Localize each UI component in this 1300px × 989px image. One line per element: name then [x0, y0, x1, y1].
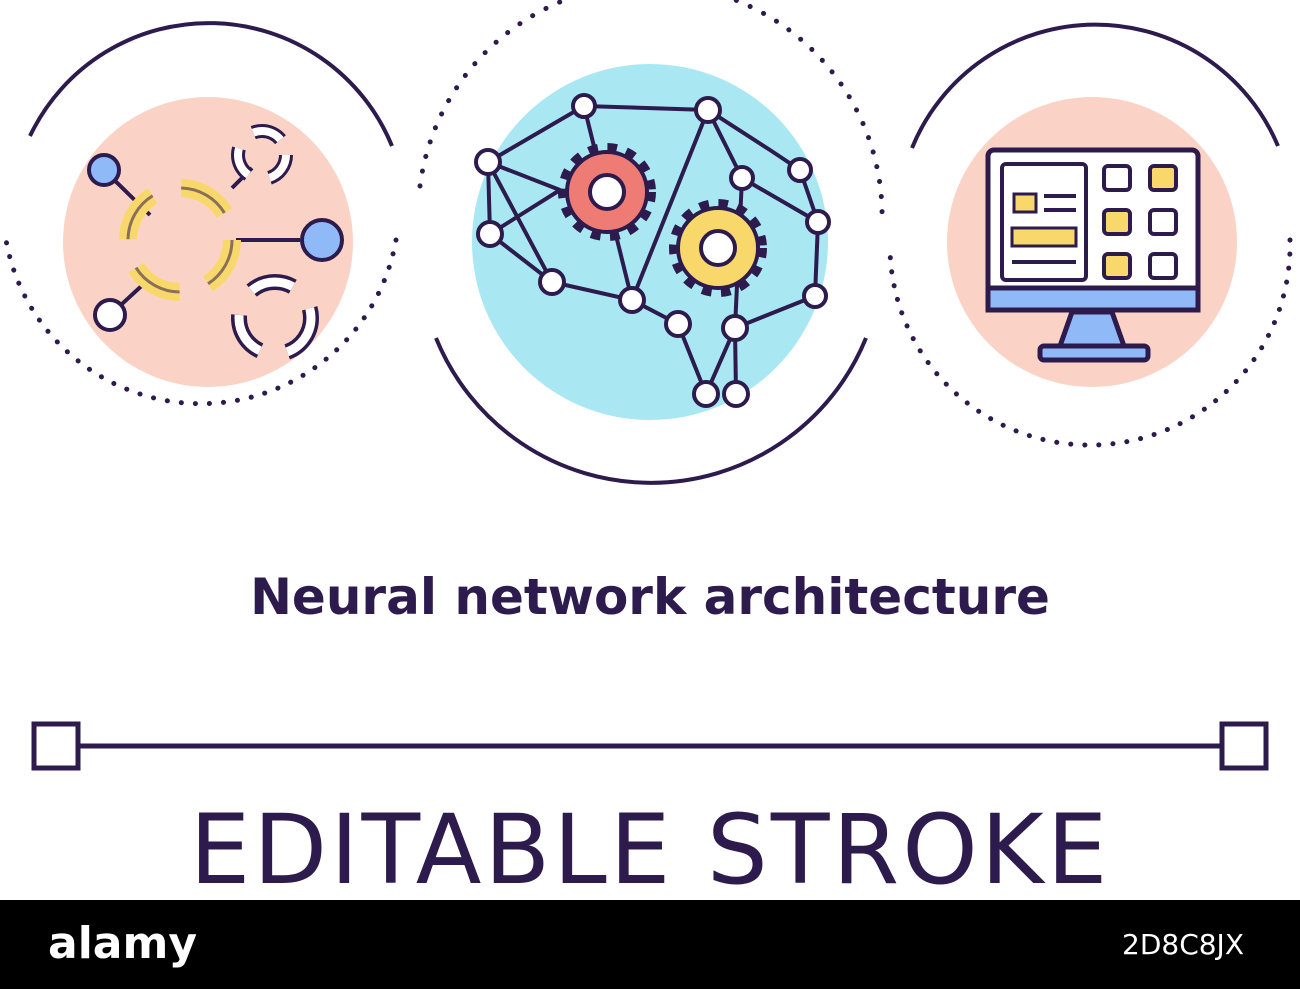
- computer-dashboard-icon: [887, 22, 1293, 448]
- red-gear-icon: [558, 143, 656, 241]
- editable-stroke-line-icon: [31, 721, 1269, 771]
- image-code: 2D8C8JX: [1122, 928, 1244, 961]
- brain-network-gears-icon: [417, 0, 885, 485]
- illustration: [3, 0, 1293, 771]
- title: Neural network architecture: [250, 568, 1050, 626]
- footer-bar: alamy 2D8C8JX: [0, 900, 1300, 989]
- editable-stroke-label: EDITABLE STROKE: [189, 794, 1111, 906]
- workflow-cycle-icon: [3, 21, 399, 407]
- alamy-logo[interactable]: alamy: [48, 918, 197, 969]
- yellow-gear-icon: [669, 199, 767, 297]
